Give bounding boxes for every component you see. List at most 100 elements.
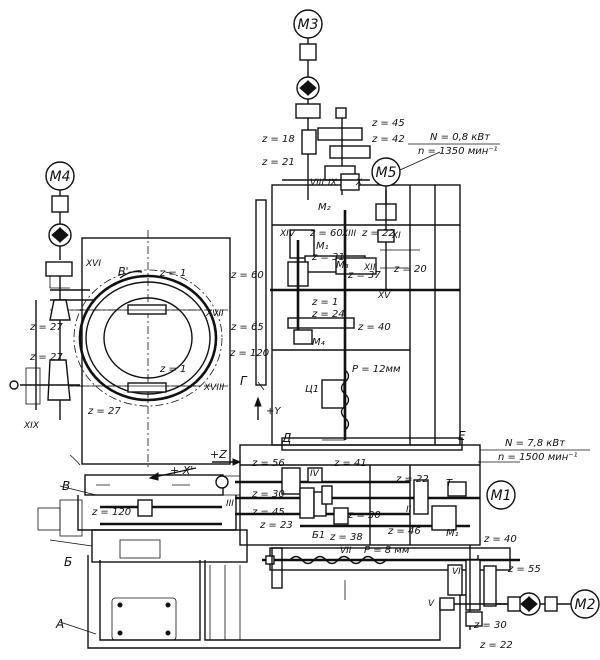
gear-z21: z = 21	[261, 157, 295, 168]
shaft-XII: XII	[363, 263, 376, 273]
gear-z24: z = 24	[311, 309, 345, 320]
label-D: Д	[281, 431, 291, 445]
machine-bed	[59, 555, 479, 649]
gear-z65: z = 65	[230, 322, 264, 333]
shaft-XIX: XIX	[23, 421, 40, 431]
gear-z23: z = 23	[259, 520, 293, 531]
gear-z31: z = 31	[311, 252, 345, 263]
shaft-XIII: XIII	[341, 229, 356, 239]
gear-z30-b: z = 30	[347, 510, 381, 521]
clutch-m2: M₂	[318, 202, 331, 213]
shaft-VI: VI	[452, 567, 461, 577]
clutch-b1: Б1	[312, 530, 325, 541]
shaft-IX: IX	[328, 178, 338, 188]
clutch-m3: M₃	[336, 260, 349, 271]
label-V-cyr: В	[62, 479, 70, 493]
clutch-m1: M₁	[316, 241, 329, 252]
m1-speed: n = 1500 мин⁻¹	[498, 452, 578, 463]
label-plus-Y: +Y	[266, 406, 281, 417]
gear-z60-a: z = 60	[309, 228, 343, 239]
label-G: Г	[240, 374, 248, 388]
gear-z27-a: z = 27	[29, 322, 63, 333]
label-pitch-bot: P = 8 мм	[364, 545, 410, 556]
gear-z40-b: z = 40	[483, 534, 517, 545]
motor-m4: M4	[45, 161, 75, 191]
shaft-XI: XI	[391, 231, 401, 241]
motor-m2-label: M2	[575, 597, 596, 613]
motor-m3: M3	[293, 9, 323, 39]
label-B-cyr: Б	[64, 555, 72, 569]
gear-z38: z = 38	[329, 532, 363, 543]
gear-z55: z = 55	[507, 564, 541, 575]
gear-z60-left: z = 60	[230, 270, 264, 281]
shaft-XIV: XIV	[279, 229, 296, 239]
shaft-XVIII: XVIII	[203, 383, 225, 393]
motor-m5: M5	[371, 157, 401, 187]
label-E: Е	[458, 429, 466, 443]
gear-z42: z = 42	[371, 134, 405, 145]
shaft-III: III	[226, 499, 234, 509]
motor-m5-label: M5	[376, 165, 397, 181]
m5-drive	[385, 151, 441, 205]
gear-z18: z = 18	[261, 134, 295, 145]
gear-z120-rot: z = 120	[229, 348, 269, 359]
clutch-mf1: M₁	[446, 528, 459, 539]
shaft-VII: VII	[340, 546, 352, 556]
label-A: А	[55, 617, 64, 631]
saddle-table	[37, 454, 248, 563]
rotary-table	[50, 230, 231, 468]
gear-z27-c: z = 27	[87, 406, 121, 417]
shaft-IV: IV	[310, 469, 320, 479]
label-pitch-top: P = 12мм	[352, 364, 401, 375]
motor-m3-label: M3	[298, 17, 319, 33]
gear-z46: z = 46	[387, 526, 421, 537]
shaft-X: X	[355, 178, 363, 188]
gear-z120-b: z = 120	[91, 507, 131, 518]
label-C1: Ц1	[305, 384, 319, 395]
gear-z40-a: z = 40	[357, 322, 391, 333]
gear-z1-b: z = 1	[159, 364, 186, 375]
gear-z27-b: z = 27	[29, 352, 63, 363]
label-B-prime: В'	[118, 265, 129, 278]
m1-power: N = 7,8 кВт	[505, 438, 566, 449]
clutch-labels: M₁ M₂ M₃ M₄ M₁ Б1	[312, 202, 459, 541]
shaft-XVI: XVI	[85, 259, 101, 269]
shaft-labels: VIII IX X XI XII XIII XIV XV XVI XVII XV…	[23, 178, 461, 609]
shaft-XVII: XVII	[205, 309, 224, 319]
gear-z30-c: z = 30	[473, 620, 507, 631]
m4-drive	[9, 190, 95, 420]
feed-box	[262, 545, 576, 630]
gear-z1-a: z = 1	[311, 297, 338, 308]
direction-arrows	[119, 270, 262, 481]
gear-z45-b: z = 45	[251, 507, 285, 518]
gear-z22-b: z = 22	[395, 474, 429, 485]
motor-m1: M1	[486, 480, 516, 510]
gear-z45-top: z = 45	[371, 118, 405, 129]
gear-labels: z = 45 z = 18 z = 42 z = 21 z = 60 z = 2…	[29, 118, 541, 651]
gear-z37: z = 37	[347, 270, 381, 281]
gear-z41: z = 41	[333, 458, 367, 469]
misc-labels: А Б В Г Д Е Ц1 В' + X' +Z +Y Т P = 12мм …	[55, 265, 466, 631]
clutch-m4: M₄	[312, 337, 325, 348]
shaft-XV: XV	[377, 291, 391, 301]
label-plus-Z: +Z	[210, 448, 227, 461]
main-gearbox	[215, 437, 520, 546]
spindle-head	[255, 184, 461, 446]
shaft-II: II	[406, 505, 412, 515]
label-T: Т	[446, 478, 453, 489]
m5-speed: n = 1350 мин⁻¹	[418, 146, 498, 157]
shaft-V: V	[428, 599, 435, 609]
shaft-VIII: VIII	[310, 178, 324, 188]
gear-z22-c: z = 22	[479, 640, 513, 651]
motor-m2: M2	[570, 589, 600, 619]
gear-z30-a: z = 30	[251, 489, 285, 500]
gear-z22-a: z = 22	[361, 228, 395, 239]
motor-m4-label: M4	[50, 169, 71, 185]
gear-z20: z = 20	[393, 264, 427, 275]
gear-z1-rot: z = 1	[159, 268, 186, 279]
gear-z56: z = 56	[251, 458, 285, 469]
m3-drive	[282, 38, 371, 200]
m5-power: N = 0,8 кВт	[430, 132, 491, 143]
motor-m1-label: M1	[491, 488, 512, 504]
